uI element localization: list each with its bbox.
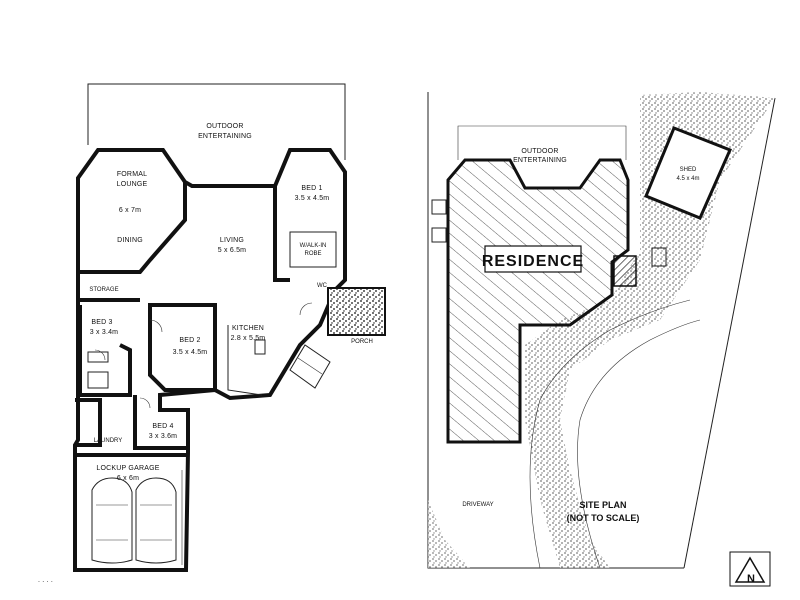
bed4-wall xyxy=(133,395,188,450)
site-porch xyxy=(613,255,637,287)
site-steps xyxy=(651,247,667,267)
site-fixture xyxy=(431,199,447,215)
house-outer-wall xyxy=(73,148,347,572)
site-fixture xyxy=(431,227,447,243)
lounge-wall xyxy=(80,182,187,274)
bed4-size: 3 x 3.6m xyxy=(149,433,177,440)
kitchen-label: KITCHEN xyxy=(232,325,264,332)
vanity xyxy=(87,351,109,363)
site-boundary-right xyxy=(683,97,776,569)
car-left xyxy=(91,477,133,564)
floor-plan: OUTDOOR ENTERTAINING FORMAL LOUNGE 6 x 7… xyxy=(38,83,386,584)
bed1-wall xyxy=(273,186,290,282)
bed3-label: BED 3 xyxy=(91,319,112,326)
bed2-label: BED 2 xyxy=(179,337,200,344)
door-swing xyxy=(149,319,163,333)
bed1-size: 3.5 x 4.5m xyxy=(295,195,330,202)
door-swing xyxy=(299,302,313,316)
site-plan-subtitle: (NOT TO SCALE) xyxy=(567,513,640,523)
kitchen-appliance xyxy=(254,339,266,355)
bed3-wall xyxy=(78,305,132,397)
bed1-label: BED 1 xyxy=(301,185,322,192)
living-size: 5 x 6.5m xyxy=(218,247,246,254)
site-outdoor-label-1: OUTDOOR xyxy=(521,148,558,155)
car-right xyxy=(135,477,177,564)
bath xyxy=(87,371,109,389)
vegetation-lower xyxy=(428,500,470,568)
kitchen-bench xyxy=(227,325,263,396)
walk-in-robe-label-1: W/ALK-IN xyxy=(300,243,327,249)
residence-label-box xyxy=(484,245,582,273)
shed-outline xyxy=(644,126,733,220)
dining-label: DINING xyxy=(117,237,143,244)
residence-footprint xyxy=(446,158,630,444)
garage-label: LOCKUP GARAGE xyxy=(96,465,159,472)
site-plan: RESIDENCE OUTDOOR ENTERTAINING SHED 4.5 … xyxy=(427,92,776,587)
driveway-edge xyxy=(529,299,691,569)
formal-lounge-size: 6 x 7m xyxy=(119,207,141,214)
scale-marks: . . . . xyxy=(38,577,53,584)
residence-label: RESIDENCE xyxy=(482,253,584,270)
shed-label: SHED xyxy=(680,167,697,173)
formal-lounge-label-1: FORMAL xyxy=(117,171,147,178)
laundry-label: LAUNDRY xyxy=(94,438,123,444)
garage-size: 6 x 6m xyxy=(117,475,139,482)
site-outdoor-label-2: ENTERTAINING xyxy=(513,157,567,164)
porch-label: PORCH xyxy=(351,339,373,345)
outdoor-label-1: OUTDOOR xyxy=(206,123,243,130)
north-label: N xyxy=(747,573,755,585)
walk-in-robe-box xyxy=(289,231,337,268)
driveway-edge xyxy=(577,319,701,569)
outdoor-area-outline xyxy=(87,83,346,160)
door-swing xyxy=(94,349,106,361)
outdoor-label-2: ENTERTAINING xyxy=(198,133,252,140)
door-swing xyxy=(139,397,151,409)
entry-steps xyxy=(289,344,331,389)
porch-stipple xyxy=(327,287,386,336)
living-label: LIVING xyxy=(220,237,244,244)
driveway-label: DRIVEWAY xyxy=(462,502,493,508)
bed4-label: BED 4 xyxy=(152,423,173,430)
wc-label: WC xyxy=(317,283,328,289)
shed-size: 4.5 x 4m xyxy=(676,176,699,182)
bed2-size: 3.5 x 4.5m xyxy=(173,349,208,356)
formal-lounge-label-2: LOUNGE xyxy=(117,181,148,188)
kitchen-size: 2.8 x 5.5m xyxy=(231,335,266,342)
bed3-size: 3 x 3.4m xyxy=(90,329,118,336)
bed2-wall xyxy=(148,303,217,392)
walk-in-robe-label-2: ROBE xyxy=(304,251,321,257)
north-arrow-icon: N xyxy=(729,551,771,587)
outdoor-area-outline xyxy=(457,125,627,160)
laundry-wall xyxy=(75,398,102,447)
storage-label: STORAGE xyxy=(89,287,118,293)
site-plan-title: SITE PLAN xyxy=(579,500,626,510)
